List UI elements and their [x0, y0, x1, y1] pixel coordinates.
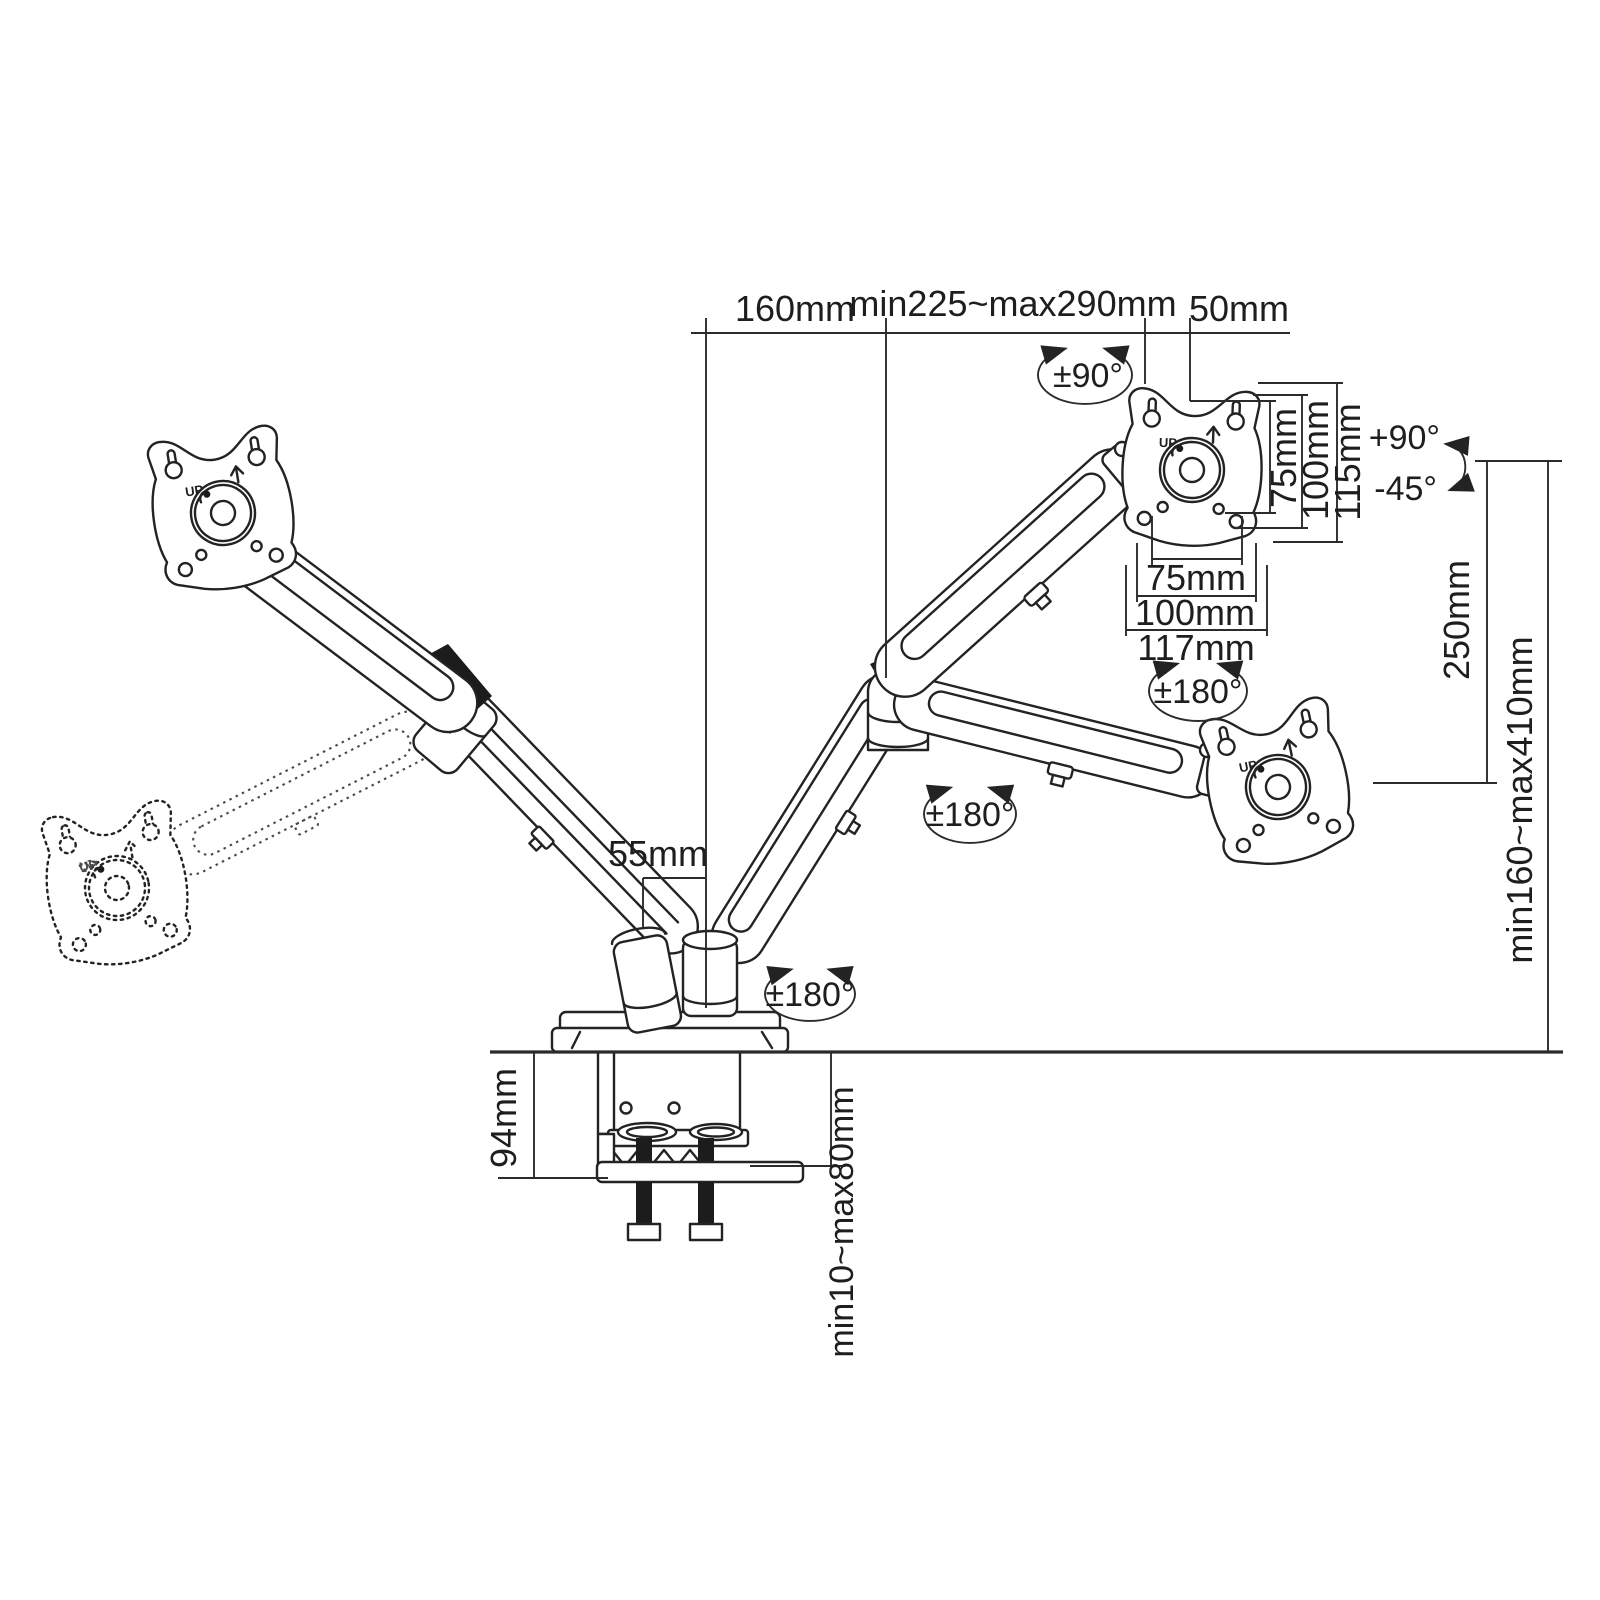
angle-swivel-head: ±90° — [1053, 357, 1123, 395]
ghost-vesa-plate — [34, 796, 199, 975]
left-vesa-up-label: UP — [184, 482, 205, 500]
ghost-arm-lowered-position: UP — [34, 710, 436, 975]
dim-vesa-v115: 115mm — [1327, 403, 1368, 520]
dim-arm-reach: 160mm — [735, 288, 855, 329]
dim-vesa-h75: 75mm — [1146, 557, 1246, 598]
upper-right-vesa-up-label: UP — [1159, 435, 1178, 451]
ghost-vesa-up-label: UP — [78, 857, 99, 875]
dim-plate-width: 117mm — [1137, 627, 1254, 668]
dim-vesa-offset: 50mm — [1189, 288, 1289, 329]
angle-rotate-plate: ±180° — [1154, 673, 1243, 711]
angle-tilt-up: +90° — [1369, 419, 1440, 457]
bolt-knob — [688, 1222, 724, 1242]
angle-rotate-arm: ±180° — [926, 796, 1015, 834]
lower-right-vesa-plate — [1192, 693, 1363, 877]
rotation-arc-arm — [923, 784, 1017, 844]
dim-arm-height: 250mm — [1436, 560, 1477, 680]
dim-extension-range: min225~max290mm — [849, 283, 1176, 324]
center-pole — [681, 929, 739, 1018]
left-vesa-plate — [140, 421, 305, 600]
angle-tilt-down: -45° — [1374, 470, 1437, 508]
clamp-body — [596, 1050, 742, 1136]
desk-base — [550, 926, 790, 1054]
rotation-arc-plate — [1148, 660, 1248, 722]
rotation-arc-head-swivel — [1037, 345, 1133, 405]
right-arm-extended — [892, 677, 1216, 799]
dim-vesa-v75: 75mm — [1263, 408, 1304, 508]
clamp-lower-bar — [595, 1160, 805, 1184]
left-arm-socket — [610, 926, 683, 1034]
angle-rotate-base: ±180° — [766, 976, 855, 1014]
dim-desk-thickness: min10~max80mm — [823, 1086, 861, 1357]
desk-clamp — [595, 1050, 805, 1242]
dim-vesa-h100: 100mm — [1135, 592, 1255, 633]
dim-pole-offset: 55mm — [608, 833, 708, 874]
dim-height-range: min160~max410mm — [1499, 636, 1540, 963]
right-arm-raised — [873, 448, 1145, 698]
rotation-arc-base — [764, 966, 856, 1022]
dimension-annotations: 160mm min225~max290mm 50mm ±90° 75mm 100… — [483, 283, 1562, 1358]
tilt-arrow — [1443, 435, 1475, 492]
bolt-knob — [626, 1222, 662, 1242]
base-plate — [550, 1026, 790, 1054]
lower-right-vesa-up-label: UP — [1238, 757, 1259, 775]
dim-vesa-v100: 100mm — [1295, 400, 1336, 520]
dim-clamp-height: 94mm — [483, 1068, 524, 1168]
